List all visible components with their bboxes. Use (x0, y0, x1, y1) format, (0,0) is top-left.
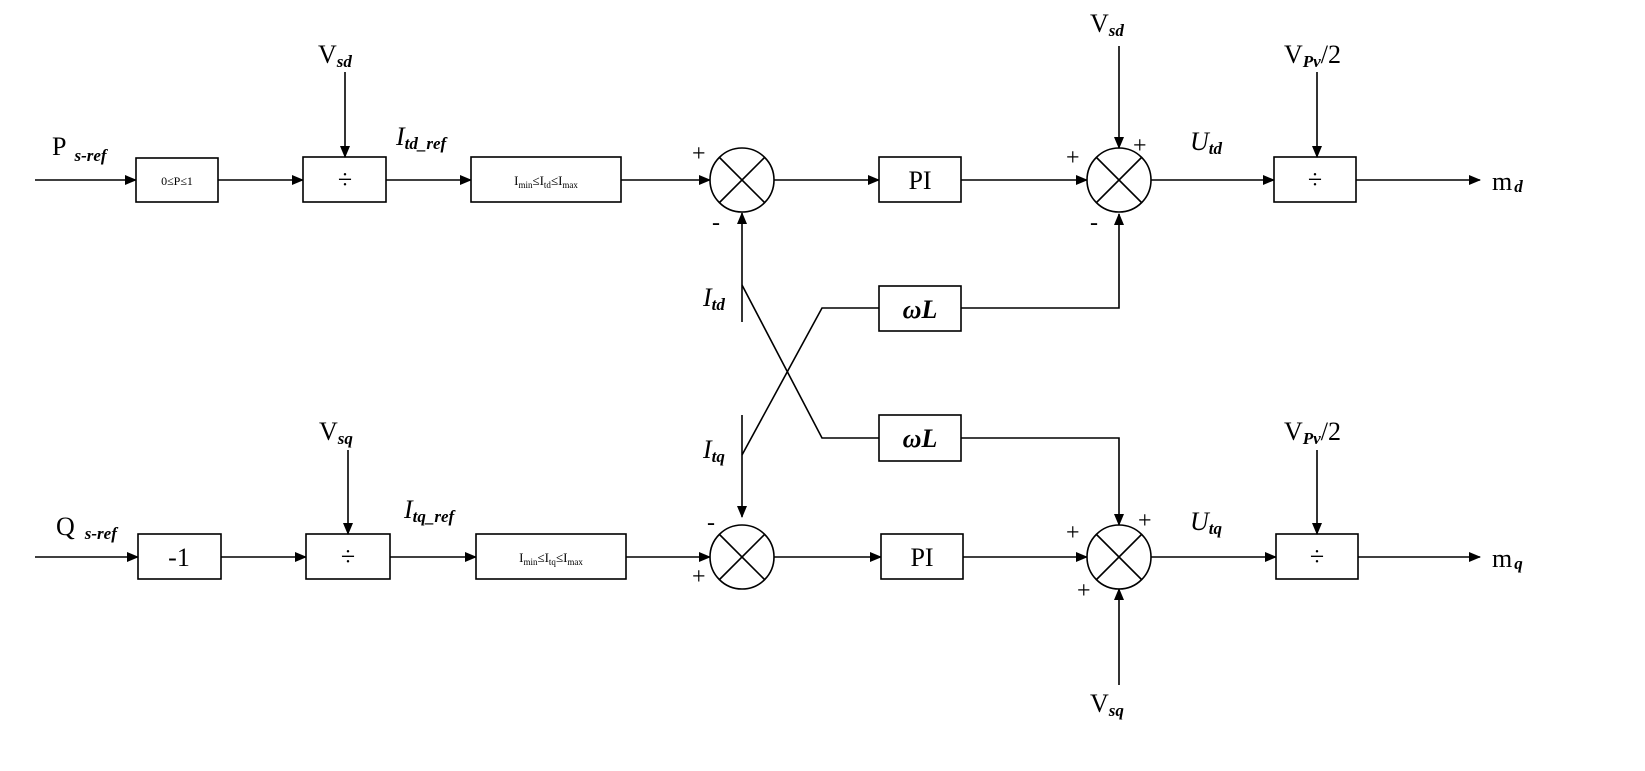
pi-block-d (878, 156, 962, 203)
sum-junction-d1 (709, 147, 775, 213)
vsd-label-top-right: Vsd (1090, 9, 1124, 40)
vpv-label-bottom: VPv/2 (1284, 417, 1341, 448)
id-limit-label: Imin≤Itd≤Imax (514, 173, 578, 190)
itq-ref-label: Itq_ref (403, 495, 457, 526)
divide-label-q2: ÷ (1310, 542, 1324, 571)
id-limit-block (470, 156, 622, 203)
sum-junction-q2 (1086, 524, 1152, 590)
sign-d1-minus: - (712, 210, 720, 236)
divide-block-d2 (1273, 156, 1357, 203)
itd-ref-label: Itd_ref (395, 122, 449, 153)
divide-block-q2 (1275, 533, 1359, 580)
sign-d1-plus: + (692, 141, 706, 167)
vpv-label-top: VPv/2 (1284, 40, 1341, 71)
divide-label-d1: ÷ (338, 165, 352, 194)
utd-label: Utd (1190, 127, 1223, 158)
pi-label-q: PI (910, 543, 933, 572)
divide-block-q1 (305, 533, 391, 580)
pi-block-q (880, 533, 964, 580)
utq-label: Utq (1190, 507, 1223, 538)
pi-label-d: PI (908, 166, 931, 195)
sign-q2-plus-left: + (1066, 520, 1080, 546)
sign-q2-plus-top: + (1138, 508, 1152, 534)
omega-l-label-upper: ωL (903, 295, 938, 324)
sign-q1-plus: + (692, 564, 706, 590)
sign-d2-plus-left: + (1066, 145, 1080, 171)
vsq-label-left: Vsq (319, 417, 353, 448)
neg-one-block (137, 533, 222, 580)
sign-d2-minus: - (1090, 210, 1098, 236)
iq-limit-label: Imin≤Itq≤Imax (519, 550, 583, 567)
divide-label-q1: ÷ (341, 542, 355, 571)
sign-q1-minus: - (707, 510, 715, 536)
divide-label-d2: ÷ (1308, 165, 1322, 194)
neg-one-label: -1 (168, 543, 190, 572)
p-limit-label: 0≤P≤1 (161, 174, 193, 188)
sign-d2-plus-top: + (1133, 133, 1147, 159)
sum-junction-q1 (709, 524, 775, 590)
cross-coupling: Itd Itq ωL ωL (702, 212, 1124, 526)
omega-l-block-upper (878, 285, 962, 332)
sign-q2-plus-bottom: + (1077, 578, 1091, 604)
vsd-label-top-left: Vsd (318, 40, 352, 71)
itd-label: Itd (702, 283, 725, 314)
vsq-label-bottom: Vsq (1090, 689, 1124, 720)
iq-limit-block (475, 533, 627, 580)
itq-label: Itq (702, 435, 725, 466)
omega-l-label-lower: ωL (903, 424, 938, 453)
omega-l-block-lower (878, 414, 962, 462)
